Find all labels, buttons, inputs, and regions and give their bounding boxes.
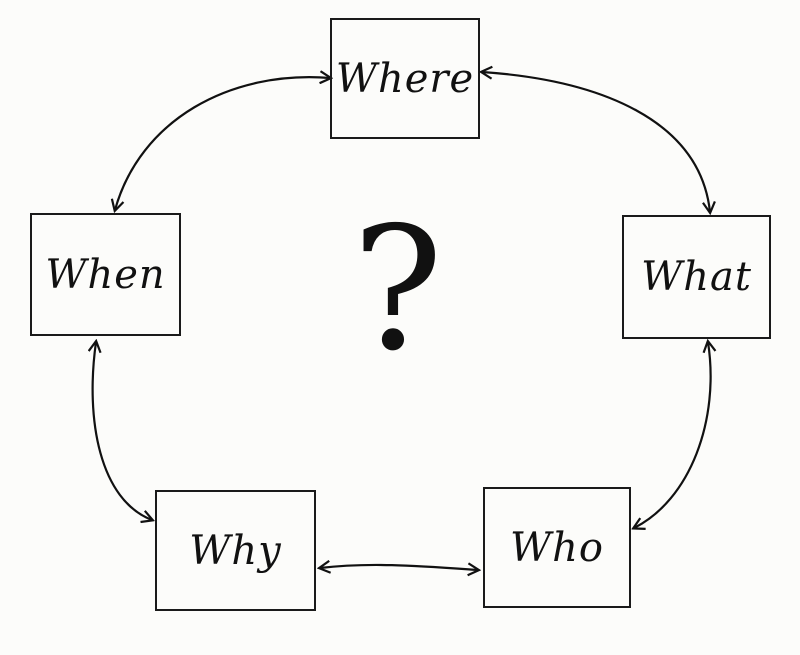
arrow-where-what	[482, 72, 710, 212]
node-label: Why	[189, 527, 282, 574]
node-label: Where	[335, 55, 475, 102]
node-where: Where	[330, 18, 480, 139]
node-label: When	[45, 251, 166, 298]
arrow-when-why	[93, 342, 152, 520]
node-when: When	[30, 213, 181, 336]
arrow-what-who	[634, 342, 711, 528]
node-label: Who	[510, 524, 604, 571]
node-who: Who	[483, 487, 631, 608]
question-mark: ?	[352, 191, 444, 389]
arrow-why-who	[320, 565, 478, 570]
node-label: What	[641, 254, 752, 300]
node-what: What	[622, 215, 771, 339]
node-why: Why	[155, 490, 316, 611]
arrow-where-when	[115, 77, 330, 210]
